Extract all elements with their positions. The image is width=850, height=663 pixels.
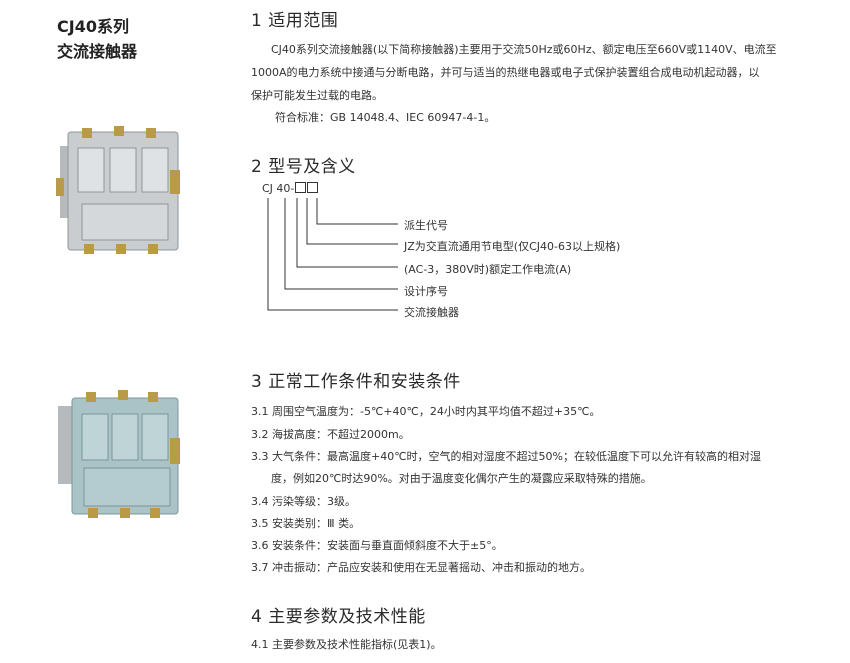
code-label-contactor: 交流接触器 (404, 306, 459, 319)
code-label-current: (AC-3，380V时)额定工作电流(A) (404, 263, 572, 276)
code-label-derivative: 派生代号 (404, 219, 448, 232)
section-3-heading: 3 正常工作条件和安装条件 (251, 372, 461, 392)
condition-3-7: 3.7 冲击振动：产品应安装和使用在无显著摇动、冲击和振动的地方。 (251, 561, 591, 574)
condition-3-2: 3.2 海拔高度：不超过2000m。 (251, 428, 410, 441)
condition-3-3-cont: 度，例如20℃时达90%。对由于温度变化偶尔产生的凝露应采取特殊的措施。 (271, 472, 652, 485)
product-series: CJ40系列 (57, 17, 129, 36)
code-box-1 (295, 182, 307, 193)
contactor-image-top (56, 126, 180, 254)
code-label-design-no: 设计序号 (404, 285, 448, 298)
code-label-jz: JZ为交直流通用节电型(仅CJ40-63以上规格) (404, 240, 621, 253)
product-title: CJ40系列 交流接触器 (57, 14, 137, 64)
model-code-prefix: CJ 40- (262, 182, 295, 195)
model-code: CJ 40- (262, 182, 319, 195)
product-type: 交流接触器 (57, 42, 138, 61)
section-1-heading: 1 适用范围 (251, 11, 339, 31)
condition-3-1: 3.1 周围空气温度为：-5℃+40℃，24小时内其平均值不超过+35℃。 (251, 405, 601, 418)
section-4-heading: 4 主要参数及技术性能 (251, 607, 426, 627)
code-box-2 (307, 182, 319, 193)
condition-3-6: 3.6 安装条件：安装面与垂直面倾斜度不大于±5°。 (251, 539, 503, 552)
section-1-line-3: 保护可能发生过载的电路。 (251, 89, 383, 102)
section-1-line-1: CJ40系列交流接触器(以下简称接触器)主要用于交流50Hz或60Hz、额定电压… (271, 43, 777, 56)
condition-3-5: 3.5 安装类别：Ⅲ 类。 (251, 517, 361, 530)
parameter-4-1: 4.1 主要参数及技术性能指标(见表1)。 (251, 638, 442, 651)
condition-3-3: 3.3 大气条件：最高温度+40℃时，空气的相对湿度不超过50%；在较低温度下可… (251, 450, 762, 463)
section-2-heading: 2 型号及含义 (251, 157, 356, 177)
condition-3-4: 3.4 污染等级：3级。 (251, 495, 356, 508)
contactor-image-bottom (58, 390, 180, 518)
section-1-line-2: 1000A的电力系统中接通与分断电路，并可与适当的热继电器或电子式保护装置组合成… (251, 66, 760, 79)
section-1-standard: 符合标准：GB 14048.4、IEC 60947-4-1。 (275, 111, 496, 124)
